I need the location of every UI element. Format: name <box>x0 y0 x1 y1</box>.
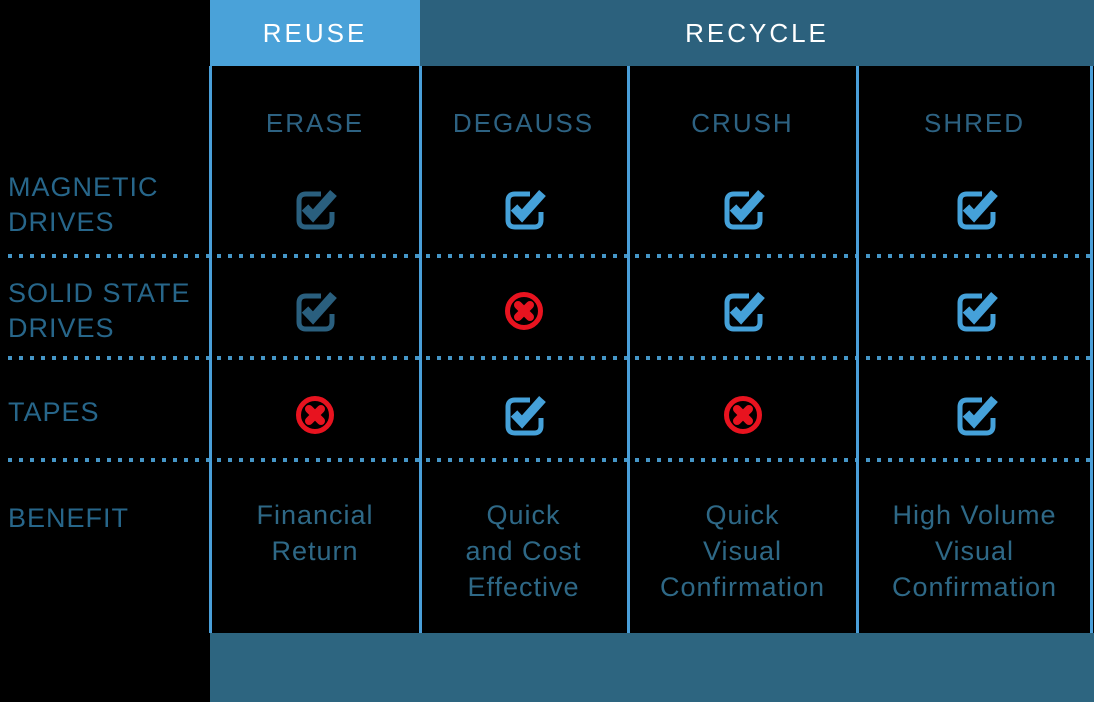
benefit-degauss: Quick and Cost Effective <box>423 497 624 605</box>
cell-tapes-erase <box>293 392 337 436</box>
column-divider <box>856 66 859 633</box>
recycle-group-header: RECYCLE <box>420 0 1094 66</box>
cell-tapes-crush <box>721 392 765 436</box>
column-divider <box>209 66 212 633</box>
check-square-icon <box>957 190 998 230</box>
column-header-degauss: DEGAUSS <box>452 107 595 138</box>
row-label-solid-state-drives: SOLID STATE DRIVES <box>8 276 191 346</box>
row-label-tapes: TAPES <box>8 395 100 430</box>
column-header-erase: ERASE <box>265 107 365 138</box>
check-square-icon <box>957 292 998 332</box>
text-line: and Cost <box>465 536 582 566</box>
check-square-icon <box>296 190 337 230</box>
check-square-icon <box>957 396 998 436</box>
cell-solid-state-drives-shred <box>954 288 998 332</box>
text-line: Confirmation <box>891 572 1058 602</box>
cell-tapes-degauss <box>502 392 546 436</box>
text-line: Visual <box>702 536 783 566</box>
column-divider <box>627 66 630 633</box>
row-divider-dotted <box>8 356 1094 360</box>
cross-circle-icon <box>724 396 762 434</box>
check-square-icon <box>505 190 546 230</box>
text-line: Return <box>271 536 359 566</box>
text-line: Quick <box>705 500 780 530</box>
row-label-magnetic-drives: MAGNETIC DRIVES <box>8 170 159 240</box>
text-line: Confirmation <box>659 572 826 602</box>
cell-magnetic-drives-erase <box>293 186 337 230</box>
row-label-benefit: BENEFIT <box>8 503 130 533</box>
column-header-crush: CRUSH <box>691 107 794 138</box>
text-line: TAPES <box>8 397 100 427</box>
bottom-bar <box>210 633 1094 702</box>
benefit-crush: Quick Visual Confirmation <box>632 497 853 605</box>
check-square-icon <box>724 292 765 332</box>
reuse-group-header: REUSE <box>210 0 420 66</box>
text-line: Effective <box>467 572 580 602</box>
cell-solid-state-drives-degauss <box>502 288 546 332</box>
check-square-icon <box>296 292 337 332</box>
cell-tapes-shred <box>954 392 998 436</box>
text-line: Financial <box>256 500 374 530</box>
cell-solid-state-drives-crush <box>721 288 765 332</box>
column-header-shred: SHRED <box>923 107 1025 138</box>
row-divider-dotted <box>8 458 1094 462</box>
check-square-icon <box>505 396 546 436</box>
benefit-shred: High Volume Visual Confirmation <box>861 497 1088 605</box>
text-line: MAGNETIC <box>8 172 159 202</box>
cross-circle-icon <box>296 396 334 434</box>
row-divider-dotted <box>8 254 1094 258</box>
column-divider <box>419 66 422 633</box>
cell-magnetic-drives-degauss <box>502 186 546 230</box>
cell-magnetic-drives-shred <box>954 186 998 230</box>
cell-solid-state-drives-erase <box>293 288 337 332</box>
text-line: SOLID STATE <box>8 278 191 308</box>
cell-magnetic-drives-crush <box>721 186 765 230</box>
text-line: Quick <box>486 500 561 530</box>
text-line: DRIVES <box>8 313 115 343</box>
benefit-erase: Financial Return <box>213 497 417 569</box>
text-line: High Volume <box>892 500 1057 530</box>
cross-circle-icon <box>505 292 543 330</box>
column-divider <box>1090 66 1093 633</box>
text-line: DRIVES <box>8 207 115 237</box>
check-square-icon <box>724 190 765 230</box>
text-line: Visual <box>934 536 1015 566</box>
